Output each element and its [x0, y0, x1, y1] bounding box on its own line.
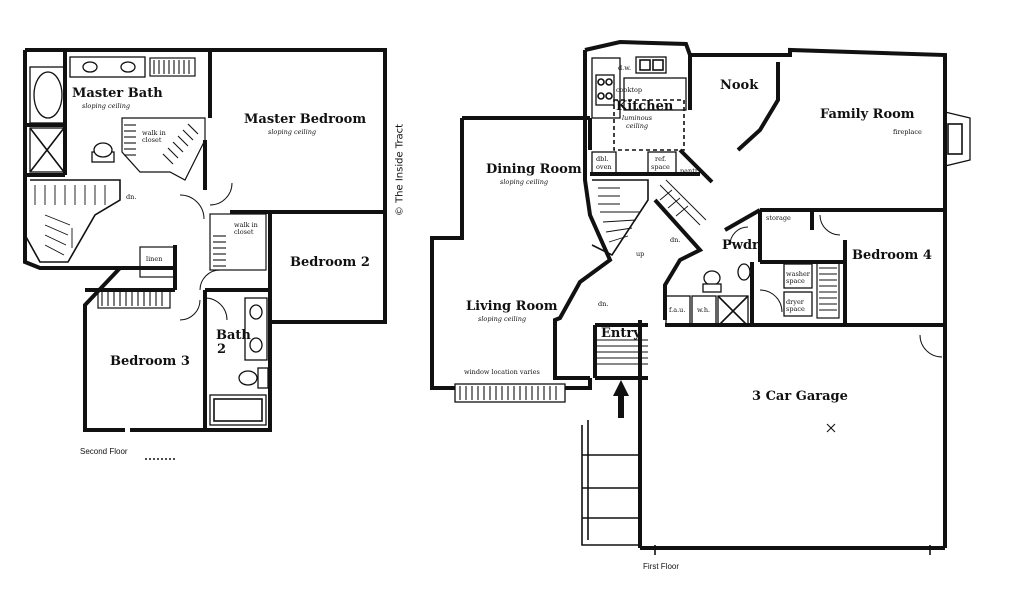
closet-top: [149, 57, 196, 77]
washer-label: washer space: [786, 270, 810, 285]
credit-text: © The Inside Tract: [394, 123, 406, 217]
first-floor-stairs: [591, 179, 707, 257]
luminous-ceiling: [613, 99, 685, 151]
water-heater: [691, 295, 717, 325]
first-floor-plan: [145, 39, 971, 555]
walk-in-closet-2-label: walk in closet: [234, 221, 258, 236]
powder-sink: [737, 263, 751, 281]
window-note: window location varies: [464, 368, 540, 376]
kitchen-note-1: luminous: [622, 114, 653, 122]
bedroom3-closet: [97, 289, 171, 309]
first-floor-stair-dn-1: dn.: [670, 236, 681, 244]
linen-closet: [139, 246, 175, 278]
garage-label: 3 Car Garage: [752, 389, 848, 404]
storage-label: storage: [766, 214, 791, 222]
powder-toilet-tank: [702, 283, 722, 293]
first-floor-stair-up: up: [636, 250, 645, 258]
walk-in-closet-1-label: walk in closet: [142, 129, 166, 144]
bath-2-number: 2: [217, 342, 227, 357]
bedroom-3-label: Bedroom 3: [110, 354, 190, 369]
nook-label: Nook: [720, 78, 759, 93]
bath2-sink-1: [249, 304, 263, 320]
fireplace-label: fireplace: [893, 128, 922, 136]
bath2-tub: [209, 394, 267, 426]
bedroom-4-label: Bedroom 4: [852, 248, 932, 263]
master-bedroom-label: Master Bedroom: [244, 112, 367, 127]
walkway: [581, 425, 640, 546]
second-floor-caption: Second Floor: [80, 447, 128, 456]
bedroom-2-label: Bedroom 2: [290, 255, 370, 270]
bath-2-label: Bath: [216, 328, 251, 343]
ref-space-label-2: space: [651, 163, 670, 171]
powder-toilet: [703, 270, 721, 286]
second-floor-plan: [23, 48, 387, 432]
cooktop-label: cooktop: [616, 86, 643, 94]
second-floor-stair-dn: dn.: [126, 193, 137, 201]
dryer-label: dryer space: [786, 298, 805, 313]
kitchen-sink: [635, 56, 667, 74]
powder-room-label: Pwdr.: [722, 238, 763, 253]
fau-label: f.a.u.: [669, 306, 686, 314]
dining-room-note: sloping ceiling: [500, 178, 549, 186]
pantry-label: pantry: [680, 167, 702, 175]
master-toilet: [93, 142, 113, 158]
bath2-toilet: [238, 370, 258, 386]
family-room-label: Family Room: [820, 107, 915, 122]
dryer: [783, 291, 813, 317]
first-floor-stair-dn-2: dn.: [598, 300, 609, 308]
wh-label: w.h.: [697, 306, 711, 314]
master-bath-label: Master Bath: [72, 86, 163, 101]
kitchen-label: Kitchen: [616, 99, 674, 114]
dbl-oven-label-2: oven: [596, 163, 612, 171]
master-bedroom-note: sloping ceiling: [268, 128, 317, 136]
living-room-note: sloping ceiling: [478, 315, 527, 323]
dining-room-label: Dining Room: [486, 162, 582, 177]
bath2-toilet-tank: [257, 367, 269, 389]
dbl-oven-label-1: dbl.: [596, 155, 609, 163]
first-floor-caption: First Floor: [643, 562, 679, 571]
bath2-sink-2: [249, 337, 263, 353]
master-sink-1: [82, 61, 98, 73]
entry-label: Entry: [601, 326, 641, 341]
kitchen-note-2: ceiling: [626, 122, 649, 130]
ref-space-label-1: ref.: [655, 155, 667, 163]
master-tub-basin: [33, 71, 63, 119]
living-room-label: Living Room: [466, 299, 558, 314]
kitchen-island: [623, 77, 687, 111]
linen-label: linen: [146, 255, 163, 263]
master-sink-2: [120, 61, 136, 73]
dw-label: d.w.: [618, 64, 632, 72]
first-floor-outer-wall: [584, 39, 947, 210]
second-floor-stairs: [24, 179, 121, 263]
washer: [783, 263, 813, 289]
master-bath-note: sloping ceiling: [82, 102, 131, 110]
entry-arrow-icon: [613, 380, 629, 418]
cooktop: [595, 74, 615, 106]
